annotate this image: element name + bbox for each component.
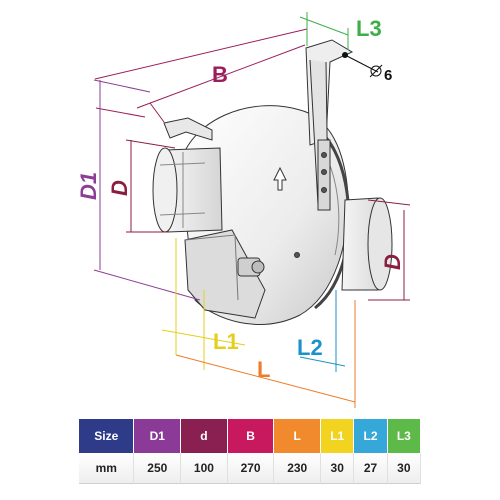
label-d-left: D — [107, 180, 132, 196]
header-b: B — [227, 419, 275, 453]
dimension-l1: L1 — [161, 238, 246, 370]
value-l: 230 — [274, 453, 322, 484]
value-l1: 30 — [321, 453, 355, 484]
dimension-table: Size D1 d B L L1 L2 L3 mm 250 100 270 23… — [79, 419, 421, 484]
header-l2: L2 — [354, 419, 388, 453]
value-size: mm — [79, 453, 135, 484]
value-b: 270 — [227, 453, 275, 484]
dimension-l3: L3 — [299, 12, 382, 50]
header-size: Size — [79, 419, 135, 453]
dimension-l: L — [175, 300, 356, 408]
header-l: L — [274, 419, 322, 453]
header-l1: L1 — [321, 419, 355, 453]
label-b: B — [212, 62, 228, 87]
dimension-l2: L2 — [297, 290, 346, 372]
hole-diameter-callout: 6 — [344, 54, 392, 84]
value-l2: 27 — [354, 453, 388, 484]
label-d-right: D — [380, 254, 405, 270]
value-d: 100 — [181, 453, 228, 484]
fan-dimension-diagram: B L3 6 D1 D D L1 — [76, 12, 411, 408]
label-hole: 6 — [384, 67, 392, 84]
value-d1: 250 — [134, 453, 182, 484]
label-l1: L1 — [213, 329, 239, 354]
label-d1: D1 — [76, 172, 101, 200]
table-header-row: Size D1 d B L L1 L2 L3 — [79, 419, 421, 453]
dimension-d1: D1 — [76, 79, 201, 301]
dimension-d-right: D — [367, 199, 411, 301]
dimension-d-left: D — [107, 139, 176, 233]
fan-body — [152, 39, 393, 325]
label-l2: L2 — [297, 335, 323, 360]
value-l3: 30 — [387, 453, 421, 484]
header-d: d — [181, 419, 228, 453]
label-l: L — [257, 357, 270, 382]
table-row: mm 250 100 270 230 30 27 30 — [79, 453, 421, 484]
label-l3: L3 — [356, 16, 382, 41]
header-d1: D1 — [134, 419, 182, 453]
header-l3: L3 — [387, 419, 421, 453]
dimension-b: B — [94, 28, 308, 123]
